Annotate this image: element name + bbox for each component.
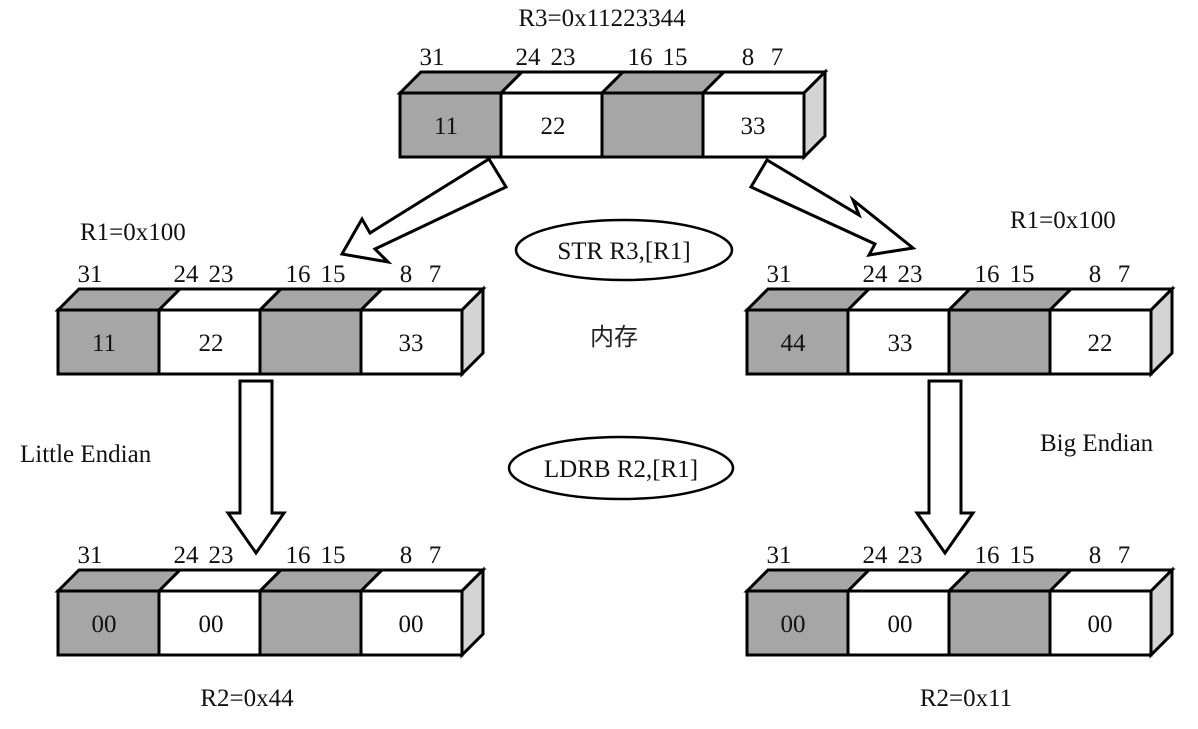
load-arrow-big-icon bbox=[914, 379, 976, 556]
byte-value: 00 bbox=[781, 611, 806, 638]
bit-label: 8 bbox=[400, 261, 413, 288]
byte-value: 22 bbox=[199, 330, 224, 357]
bit-label: 23 bbox=[898, 261, 923, 288]
bit-label: 7 bbox=[429, 542, 442, 569]
bit-label: 16 bbox=[975, 542, 1000, 569]
byte-cell bbox=[745, 589, 850, 657]
byte-value: 44 bbox=[781, 330, 807, 357]
bit-label: 31 bbox=[420, 44, 445, 71]
big-endian-label: Big Endian bbox=[1040, 430, 1154, 457]
byte-value: 00 bbox=[399, 611, 424, 638]
byte-value: 22 bbox=[1088, 330, 1113, 357]
byte-cell bbox=[258, 589, 363, 657]
store-instruction-text: STR R3,[R1] bbox=[557, 238, 690, 265]
byte-value: 22 bbox=[541, 113, 566, 140]
byte-value: 33 bbox=[888, 330, 913, 357]
byte-cell bbox=[157, 308, 262, 376]
little-endian-label: Little Endian bbox=[20, 441, 152, 468]
bit-label: 16 bbox=[286, 261, 311, 288]
bit-label: 16 bbox=[628, 44, 653, 71]
byte-cell bbox=[359, 589, 464, 657]
store-instruction: STR R3,[R1] bbox=[514, 218, 734, 282]
bit-label: 15 bbox=[1010, 542, 1035, 569]
bit-label: 31 bbox=[767, 542, 792, 569]
bit-label: 24 bbox=[863, 261, 889, 288]
store-instruction-ellipse bbox=[514, 218, 734, 282]
r2-little-title: R2=0x44 bbox=[200, 685, 294, 712]
byte-cell bbox=[359, 308, 464, 376]
bit-label: 7 bbox=[771, 44, 784, 71]
bit-label: 24 bbox=[174, 542, 200, 569]
bit-label: 15 bbox=[663, 44, 688, 71]
mem-little-title: R1=0x100 bbox=[80, 219, 186, 246]
bit-label: 7 bbox=[1118, 261, 1131, 288]
bit-label: 15 bbox=[1010, 261, 1035, 288]
bit-label: 31 bbox=[767, 261, 792, 288]
byte-value: 00 bbox=[1088, 611, 1113, 638]
bit-label: 23 bbox=[898, 542, 923, 569]
byte-cell bbox=[947, 589, 1052, 657]
byte-cell bbox=[947, 308, 1052, 376]
bit-label: 7 bbox=[429, 261, 442, 288]
byte-cell bbox=[56, 589, 161, 657]
bit-label: 7 bbox=[1118, 542, 1131, 569]
byte-cell bbox=[157, 589, 262, 657]
bit-label: 16 bbox=[286, 542, 311, 569]
load-instruction-text: LDRB R2,[R1] bbox=[544, 456, 698, 483]
byte-cell bbox=[846, 589, 951, 657]
bit-label: 31 bbox=[78, 261, 103, 288]
bit-label: 24 bbox=[516, 44, 542, 71]
bit-label: 23 bbox=[209, 261, 234, 288]
byte-cell bbox=[701, 91, 806, 159]
byte-cell bbox=[1048, 308, 1153, 376]
bit-label: 24 bbox=[863, 542, 889, 569]
r2-big-title: R2=0x11 bbox=[920, 685, 1012, 712]
byte-value: 00 bbox=[199, 611, 224, 638]
r3-title: R3=0x11223344 bbox=[518, 5, 686, 32]
byte-value: 11 bbox=[434, 113, 458, 140]
bit-label: 8 bbox=[1089, 542, 1102, 569]
bit-label: 8 bbox=[400, 542, 413, 569]
byte-cell bbox=[600, 91, 705, 159]
bit-label: 23 bbox=[209, 542, 234, 569]
bit-label: 16 bbox=[975, 261, 1000, 288]
byte-cell bbox=[258, 308, 363, 376]
arrows bbox=[225, 156, 976, 556]
byte-value: 00 bbox=[888, 611, 913, 638]
byte-value: 33 bbox=[741, 113, 766, 140]
byte-value: 33 bbox=[399, 330, 424, 357]
load-instruction: LDRB R2,[R1] bbox=[507, 435, 735, 501]
memory-label: 内存 bbox=[590, 323, 638, 351]
bit-label: 8 bbox=[1089, 261, 1102, 288]
byte-cell bbox=[1048, 589, 1153, 657]
bit-label: 15 bbox=[321, 261, 346, 288]
bit-label: 31 bbox=[78, 542, 103, 569]
byte-value: 11 bbox=[92, 330, 116, 357]
load-instruction-ellipse bbox=[507, 435, 735, 501]
store-arrow-right-icon bbox=[748, 157, 917, 257]
bit-label: 23 bbox=[551, 44, 576, 71]
mem-big-title: R1=0x100 bbox=[1010, 207, 1116, 234]
bit-label: 8 bbox=[742, 44, 755, 71]
byte-value: 00 bbox=[92, 611, 117, 638]
store-arrow-left-icon bbox=[339, 156, 509, 265]
load-arrow-little-icon bbox=[225, 379, 287, 556]
bit-label: 15 bbox=[321, 542, 346, 569]
bit-label: 24 bbox=[174, 261, 200, 288]
